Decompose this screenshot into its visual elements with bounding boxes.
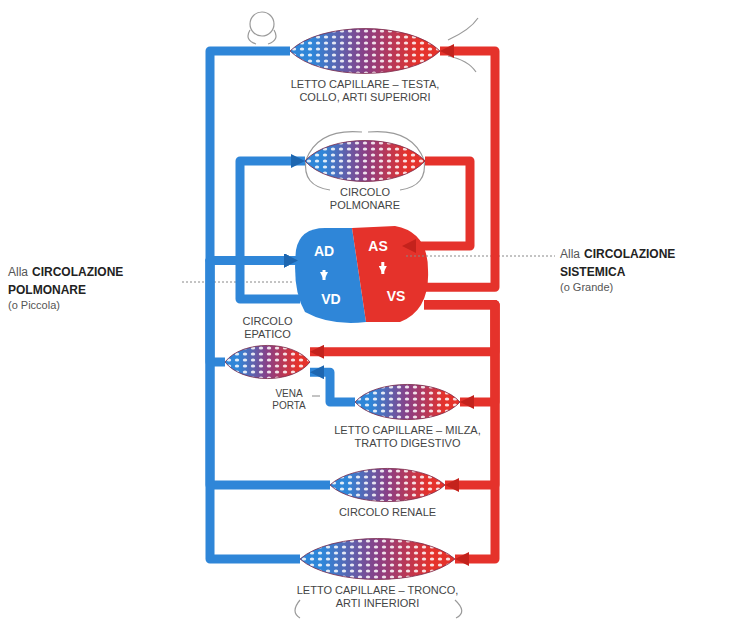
bed-name: LETTO CAPILLARE – MILZA, TRATTO DIGESTIV… bbox=[333, 424, 483, 450]
heart-chamber: AD bbox=[298, 232, 350, 270]
annotation: (o Piccola) bbox=[8, 298, 178, 312]
capillary-mesh bbox=[300, 538, 455, 580]
bed-fill bbox=[330, 468, 445, 501]
capillary-mesh bbox=[305, 140, 425, 182]
vein bbox=[240, 161, 305, 299]
bed-label: LETTO CAPILLARE – TESTA, COLLO, ARTI SUP… bbox=[278, 78, 453, 104]
artery bbox=[310, 305, 495, 352]
chamber-name: VD bbox=[321, 291, 340, 307]
label-group: AllaCIRCOLAZIONE POLMONARE(o Piccola) bbox=[8, 262, 178, 312]
bed-label: LETTO CAPILLARE – MILZA, TRATTO DIGESTIV… bbox=[333, 424, 483, 450]
bed-mesh bbox=[290, 29, 440, 74]
vein bbox=[310, 372, 355, 402]
blood-flow-arrow bbox=[323, 270, 326, 280]
capillary-mesh bbox=[330, 468, 445, 502]
head-sketch bbox=[250, 12, 274, 36]
bed-name: LETTO CAPILLARE – TRONCO, ARTI INFERIORI bbox=[293, 584, 463, 610]
vein bbox=[210, 261, 330, 486]
vein bbox=[210, 51, 298, 261]
bed-mesh bbox=[300, 539, 455, 580]
capillary-mesh bbox=[290, 28, 440, 74]
artery bbox=[402, 161, 470, 246]
capillary-bed: CIRCOLO EPATICO bbox=[225, 345, 310, 379]
capillary-bed: CIRCOLO RENALE bbox=[330, 468, 445, 502]
capillary-mesh bbox=[355, 384, 460, 420]
annotation: Alla bbox=[560, 247, 580, 261]
bed-name: CIRCOLO RENALE bbox=[328, 506, 448, 519]
bed-label: LETTO CAPILLARE – TRONCO, ARTI INFERIORI bbox=[293, 584, 463, 610]
bed-mesh bbox=[305, 141, 425, 182]
heart-chamber: VS bbox=[368, 274, 424, 318]
neck-sketch bbox=[248, 30, 276, 44]
label-group: AllaCIRCOLAZIONE SISTEMICA(o Grande) bbox=[560, 244, 725, 294]
leader-line bbox=[406, 256, 555, 257]
capillary-bed: LETTO CAPILLARE – TESTA, COLLO, ARTI SUP… bbox=[290, 28, 440, 74]
bed-fill bbox=[305, 141, 425, 182]
capillary-bed: LETTO CAPILLARE – MILZA, TRATTO DIGESTIV… bbox=[355, 384, 460, 420]
bed-name: CIRCOLO EPATICO bbox=[230, 315, 305, 341]
heart-left-side bbox=[352, 226, 428, 322]
artery bbox=[424, 305, 495, 402]
bed-fill bbox=[225, 345, 310, 378]
blood-flow-arrow bbox=[381, 262, 384, 274]
annotation: Alla bbox=[8, 265, 28, 279]
leader-line bbox=[312, 396, 320, 397]
bed-fill bbox=[355, 384, 460, 419]
chamber-name: AD bbox=[314, 243, 334, 259]
chamber-name: VS bbox=[387, 288, 406, 304]
bed-name: LETTO CAPILLARE – TESTA, COLLO, ARTI SUP… bbox=[278, 78, 453, 104]
capillary-bed: LETTO CAPILLARE – TRONCO, ARTI INFERIORI bbox=[300, 538, 455, 580]
bed-fill bbox=[290, 29, 440, 74]
arm-sketch bbox=[448, 18, 478, 72]
chamber-name: AS bbox=[368, 238, 387, 254]
bed-label: CIRCOLO RENALE bbox=[328, 506, 448, 519]
bed-mesh bbox=[355, 384, 460, 419]
bed-mesh bbox=[225, 345, 310, 378]
bed-label: CIRCOLO POLMONARE bbox=[319, 186, 411, 212]
bed-name: CIRCOLO POLMONARE bbox=[319, 186, 411, 212]
annotation: VENA PORTA bbox=[268, 388, 310, 412]
lung-sketch bbox=[306, 132, 425, 190]
capillary-bed: CIRCOLO POLMONARE bbox=[305, 140, 425, 182]
bed-mesh bbox=[330, 468, 445, 501]
label-group: VENA PORTA bbox=[268, 388, 310, 412]
bed-label: CIRCOLO EPATICO bbox=[230, 315, 305, 341]
capillary-mesh bbox=[225, 345, 310, 379]
heart-chamber: AS bbox=[354, 230, 402, 262]
bed-fill bbox=[300, 539, 455, 580]
heart-chamber: VD bbox=[300, 280, 362, 318]
annotation: (o Grande) bbox=[560, 280, 725, 294]
